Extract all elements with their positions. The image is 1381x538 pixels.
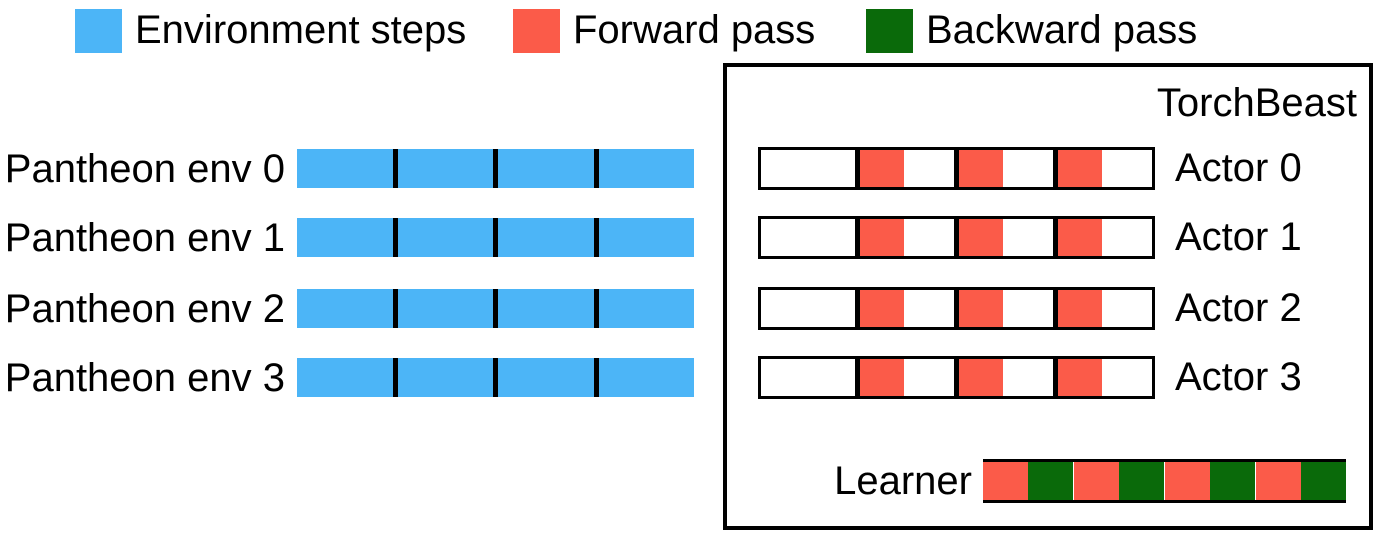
forward-pass-block xyxy=(959,359,1003,396)
legend-label: Backward pass xyxy=(926,8,1198,52)
environment-steps-bar xyxy=(297,358,694,397)
actor-idle-segment xyxy=(761,290,855,327)
actor-label: Actor 2 xyxy=(1175,286,1302,330)
pantheon-row-1: Pantheon env 1 xyxy=(0,215,694,260)
forward-pass-block xyxy=(1058,290,1102,327)
legend-item-forward-pass: Forward pass xyxy=(513,8,815,53)
env-step-segment xyxy=(598,289,694,328)
torchbeast-box: TorchBeast Actor 0 Actor 1 xyxy=(723,63,1373,530)
backward-pass-swatch-icon xyxy=(866,8,913,53)
learner-backward-pass-cell xyxy=(1119,462,1164,500)
learner-backward-pass-cell xyxy=(1028,462,1073,500)
actor-segment xyxy=(959,150,1053,187)
actor-label: Actor 1 xyxy=(1175,215,1302,259)
actor-idle-segment xyxy=(761,150,855,187)
environment-steps-bar xyxy=(297,218,694,257)
actor-row-1: Actor 1 xyxy=(727,216,1302,259)
forward-pass-block xyxy=(1058,150,1102,187)
actor-segment xyxy=(1058,150,1152,187)
legend-item-environment-steps: Environment steps xyxy=(75,8,466,53)
actor-segment xyxy=(860,359,954,396)
env-step-segment xyxy=(598,358,694,397)
torchbeast-title: TorchBeast xyxy=(1156,81,1357,125)
actor-segment xyxy=(860,219,954,256)
actor-segment xyxy=(860,150,954,187)
forward-pass-block xyxy=(860,290,904,327)
env-step-segment xyxy=(297,358,393,397)
learner-forward-pass-cell xyxy=(983,462,1028,500)
actor-segment xyxy=(1058,219,1152,256)
env-step-segment xyxy=(397,358,493,397)
learner-forward-pass-cell xyxy=(1255,462,1301,500)
pantheon-row-2: Pantheon env 2 xyxy=(0,286,694,331)
pantheon-row-label: Pantheon env 2 xyxy=(4,286,285,331)
pantheon-row-label: Pantheon env 0 xyxy=(4,146,285,191)
actor-segment xyxy=(1058,290,1152,327)
env-step-segment xyxy=(297,149,393,188)
actor-row-3: Actor 3 xyxy=(727,356,1302,399)
env-step-segment xyxy=(397,218,493,257)
pantheon-row-3: Pantheon env 3 xyxy=(0,355,694,400)
actor-segment xyxy=(1058,359,1152,396)
actor-segment xyxy=(959,219,1053,256)
env-step-segment xyxy=(598,149,694,188)
learner-backward-pass-cell xyxy=(1210,462,1255,500)
actor-label: Actor 0 xyxy=(1175,146,1302,190)
learner-backward-pass-cell xyxy=(1301,462,1346,500)
forward-pass-block xyxy=(959,290,1003,327)
env-step-segment xyxy=(498,218,594,257)
env-step-segment xyxy=(297,218,393,257)
actor-row-0: Actor 0 xyxy=(727,147,1302,190)
learner-label: Learner xyxy=(834,459,972,503)
forward-pass-block xyxy=(959,150,1003,187)
actor-label: Actor 3 xyxy=(1175,355,1302,399)
env-step-segment xyxy=(397,149,493,188)
env-step-segment xyxy=(297,289,393,328)
forward-pass-swatch-icon xyxy=(513,8,560,53)
forward-pass-block xyxy=(860,219,904,256)
legend-label: Forward pass xyxy=(573,8,816,52)
forward-pass-block xyxy=(959,219,1003,256)
forward-pass-block xyxy=(860,359,904,396)
actor-segment xyxy=(959,359,1053,396)
env-step-segment xyxy=(498,358,594,397)
actor-timeline-bar xyxy=(758,287,1155,330)
actor-segment xyxy=(860,290,954,327)
env-step-segment xyxy=(498,149,594,188)
actor-idle-segment xyxy=(761,219,855,256)
environment-steps-bar xyxy=(297,149,694,188)
forward-pass-block xyxy=(1058,219,1102,256)
learner-forward-pass-cell xyxy=(1164,462,1210,500)
actor-timeline-bar xyxy=(758,216,1155,259)
actor-idle-segment xyxy=(761,359,855,396)
environment-steps-bar xyxy=(297,289,694,328)
forward-pass-block xyxy=(860,150,904,187)
actor-timeline-bar xyxy=(758,147,1155,190)
env-step-segment xyxy=(498,289,594,328)
legend-item-backward-pass: Backward pass xyxy=(866,8,1197,53)
legend-label: Environment steps xyxy=(135,8,467,52)
pantheon-row-label: Pantheon env 1 xyxy=(4,215,285,260)
actor-row-2: Actor 2 xyxy=(727,287,1302,330)
environment-steps-swatch-icon xyxy=(75,8,122,53)
learner-forward-pass-cell xyxy=(1073,462,1119,500)
env-step-segment xyxy=(397,289,493,328)
learner-timeline-bar xyxy=(983,459,1346,503)
actor-timeline-bar xyxy=(758,356,1155,399)
env-step-segment xyxy=(598,218,694,257)
pantheon-row-label: Pantheon env 3 xyxy=(4,355,285,400)
actor-segment xyxy=(959,290,1053,327)
learner-row: Learner xyxy=(727,459,1346,503)
pantheon-row-0: Pantheon env 0 xyxy=(0,146,694,191)
forward-pass-block xyxy=(1058,359,1102,396)
